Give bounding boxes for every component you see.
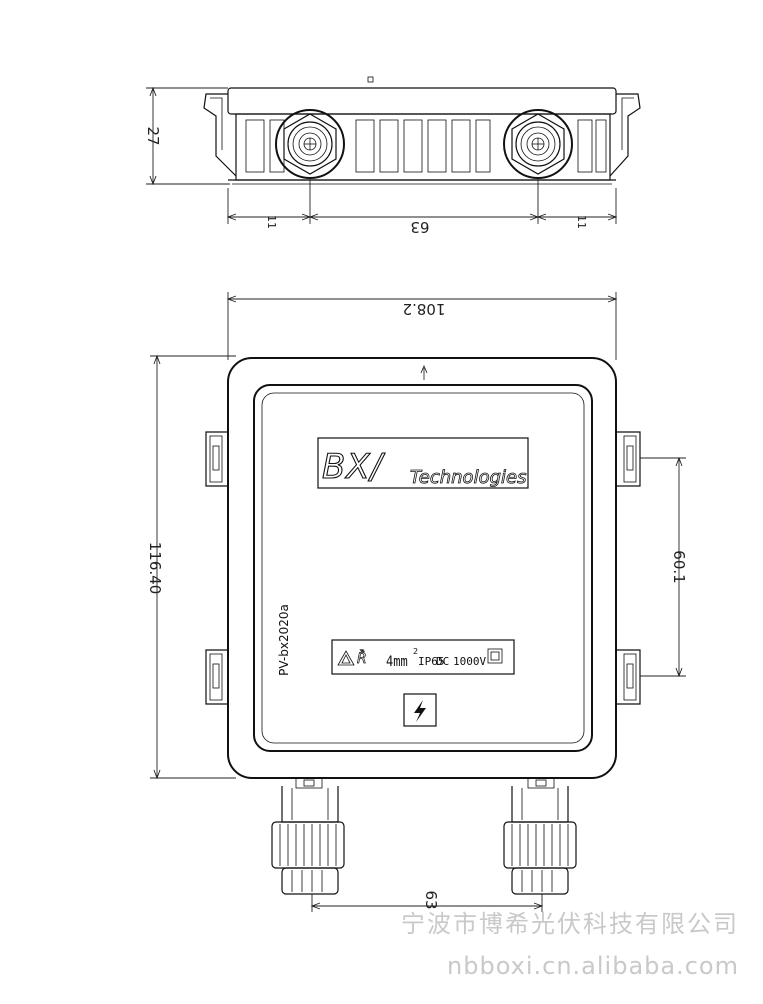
left-clips bbox=[205, 431, 228, 705]
spec-cable-sup: 2 bbox=[413, 647, 418, 656]
spec-plate: Ȑ 4mm 2 IP65 DC 1000V bbox=[331, 639, 515, 675]
spec-dc: DC bbox=[436, 655, 449, 668]
direction-arrow-icon bbox=[420, 364, 428, 380]
right-cable-gland-top bbox=[503, 109, 573, 179]
dim-bottom-spacing-label: 63 bbox=[422, 890, 440, 909]
dim-clip-spacing: 60.1 bbox=[640, 456, 688, 678]
warning-triangle-icon bbox=[337, 650, 355, 666]
lightning-bolt-icon bbox=[403, 693, 437, 727]
spec-cable: 4mm bbox=[386, 654, 408, 670]
brand-mark: BX/ bbox=[322, 447, 386, 487]
dim-width: 108.2 bbox=[226, 292, 618, 360]
watermark-url: nbboxi.cn.alibaba.com bbox=[447, 952, 739, 980]
left-cable-connector bbox=[271, 777, 345, 895]
watermark-company: 宁波市博希光伏科技有限公司 bbox=[401, 910, 739, 938]
dim-clip-spacing-label: 60.1 bbox=[670, 550, 688, 583]
front-view: 108.2 116.40 bbox=[146, 292, 688, 912]
dim-top-spacing: 11 63 11 bbox=[226, 178, 618, 236]
right-clips bbox=[616, 431, 641, 705]
ul-mark-icon: Ȑ bbox=[357, 650, 367, 668]
dim-top-spacing-label: 63 bbox=[410, 218, 429, 236]
dim-top-left-half-label: 11 bbox=[265, 215, 278, 229]
right-cable-connector bbox=[503, 777, 577, 895]
dim-top-height: 27 bbox=[144, 86, 230, 186]
dim-top-height-label: 27 bbox=[144, 126, 162, 145]
dim-height-label: 116.40 bbox=[146, 542, 164, 595]
dim-width-label: 108.2 bbox=[403, 300, 446, 318]
dim-top-right-half-label: 11 bbox=[575, 215, 588, 229]
spec-voltage: 1000V bbox=[453, 655, 486, 668]
model-label: PV-bx2020a bbox=[277, 604, 291, 676]
double-insulation-icon bbox=[487, 648, 503, 664]
svg-text:Ȑ: Ȑ bbox=[357, 650, 367, 667]
side-view: 27 11 63 11 bbox=[144, 76, 641, 236]
brand-text: Technologies bbox=[410, 467, 526, 488]
brand-label: BX/ Technologies bbox=[317, 437, 529, 489]
spec-ip: IP65 bbox=[418, 655, 445, 668]
dim-height: 116.40 bbox=[146, 354, 236, 780]
left-cable-gland-top bbox=[275, 109, 345, 179]
dim-bottom-spacing: 63 bbox=[310, 890, 544, 912]
